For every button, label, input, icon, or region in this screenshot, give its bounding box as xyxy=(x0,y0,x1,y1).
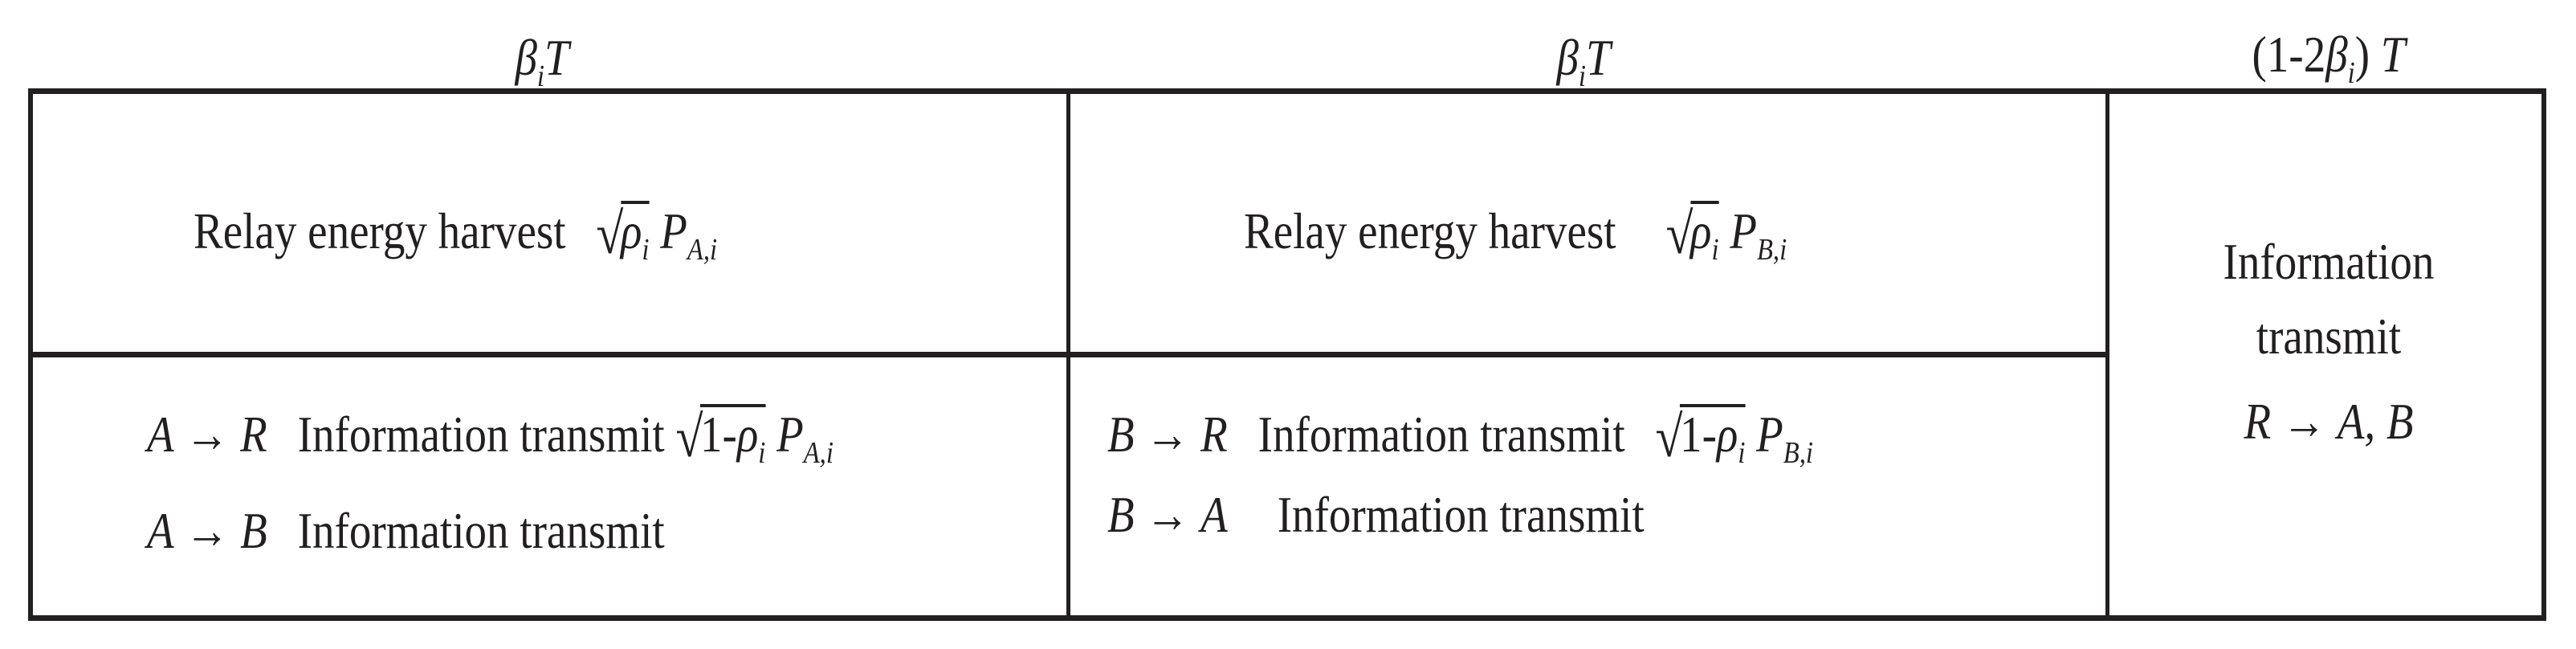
header-slot-a-duration: βiT xyxy=(515,29,569,93)
slot-c-r-to-ab: R → A, B xyxy=(2244,393,2414,450)
header-slot-c-duration: (1-2βi) T xyxy=(2252,26,2406,90)
slot-a-line-a-to-b: A → B Information transmit xyxy=(147,502,665,559)
slot-b-line-b-to-a: B → A Information transmit xyxy=(1107,486,1645,543)
sqrt-rho: √ρi xyxy=(1665,201,1719,267)
frame-top-border xyxy=(28,88,2546,94)
slot-b-line-b-to-r: B → R Information transmit √1-ρi PB,i xyxy=(1107,404,1814,470)
slot-a-line-a-to-r: A → R Information transmit √1-ρi PA,i xyxy=(147,404,834,470)
frame-right-border xyxy=(2541,88,2546,621)
sqrt-one-minus-rho: √1-ρi xyxy=(1655,404,1746,470)
sqrt-one-minus-rho: √1-ρi xyxy=(675,404,766,470)
slot-c-line2: transmit xyxy=(2256,308,2402,365)
frame-bottom-border xyxy=(28,615,2546,621)
header-slot-b-duration: βiT xyxy=(1556,29,1611,93)
sqrt-rho: √ρi xyxy=(596,201,650,267)
slot-a-harvest-text: Relay energy harvest √ρi PA,i xyxy=(194,201,718,267)
divider-row-horizontal xyxy=(28,352,2108,357)
slot-c-line1: Information xyxy=(2223,233,2435,290)
slot-b-harvest-text: Relay energy harvest √ρi PB,i xyxy=(1244,201,1787,267)
